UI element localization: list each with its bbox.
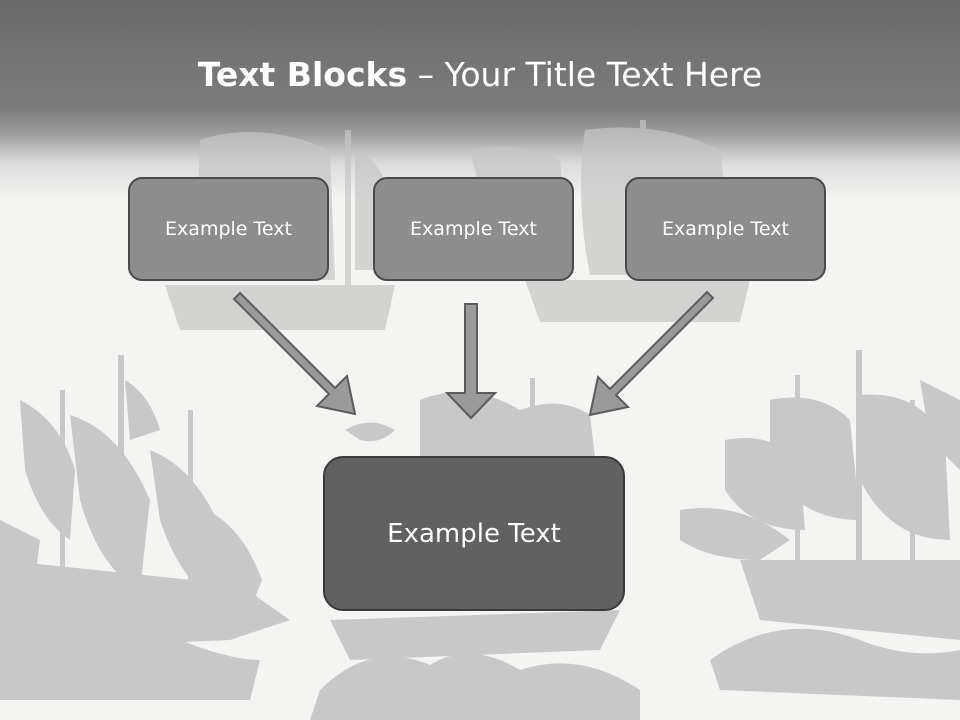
- bottom-box-label: Example Text: [387, 518, 561, 549]
- slide-title: Text Blocks – Your Title Text Here: [0, 52, 960, 98]
- top-box-left-label: Example Text: [165, 218, 292, 240]
- arrow-center-icon: [444, 303, 498, 420]
- title-separator: –: [407, 55, 445, 94]
- top-box-center-label: Example Text: [410, 218, 537, 240]
- arrow-right-icon: [588, 290, 715, 417]
- title-rest: Your Title Text Here: [444, 55, 763, 94]
- ship-right: [680, 350, 960, 700]
- arrow-left-icon: [232, 291, 357, 416]
- ship-left: [0, 355, 290, 700]
- top-box-center: Example Text: [373, 177, 574, 281]
- bottom-box: Example Text: [323, 456, 625, 611]
- top-box-right: Example Text: [625, 177, 826, 281]
- top-box-right-label: Example Text: [662, 218, 789, 240]
- top-box-left: Example Text: [128, 177, 329, 281]
- title-bold: Text Blocks: [197, 55, 408, 94]
